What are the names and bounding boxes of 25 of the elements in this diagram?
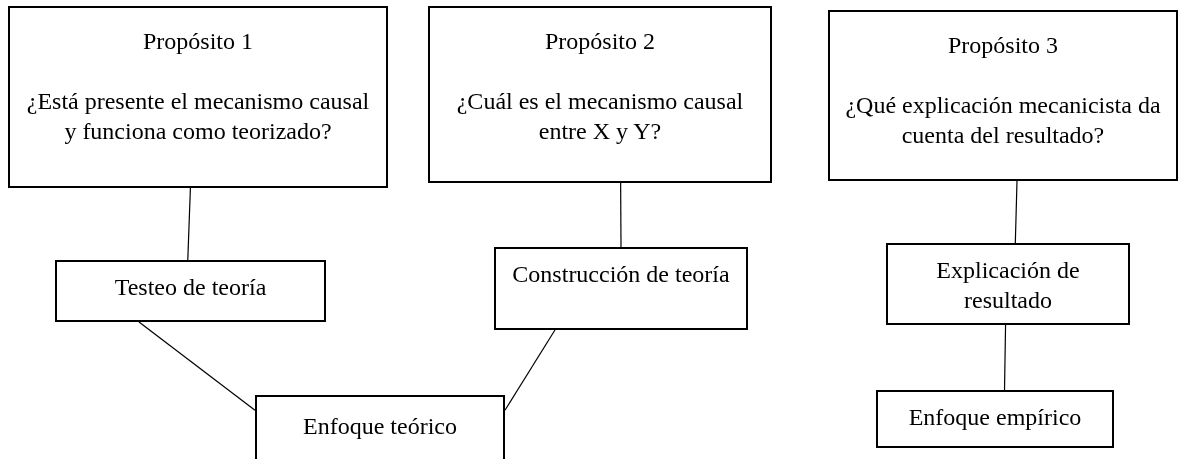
text-box [494,247,748,330]
box-heading: Propósito 1 [143,27,253,56]
text-box [8,6,388,188]
box-heading: Propósito 3 [948,31,1058,60]
box-text: Testeo de teoría [114,273,267,302]
connector-line [620,182,622,248]
box-heading: Propósito 2 [545,27,655,56]
box-text: Construcción de teoría [512,260,730,289]
text-box [828,10,1178,181]
connector-line [1003,324,1007,391]
connector-line [138,321,256,411]
connector-line [1014,180,1018,244]
box-text: Enfoque teórico [303,412,457,441]
text-box [886,243,1130,325]
box-text: Explicación de resultado [935,256,1081,315]
text-box [428,6,772,183]
connector-line [504,329,556,411]
box-text: ¿Está presente el mecanismo causal y funciona como teorizado? [25,87,371,146]
connector-line [187,187,191,261]
box-text: Enfoque empírico [908,403,1082,432]
text-box [876,390,1114,448]
box-text: ¿Qué explicación mecanicista da cuenta del resultado? [844,91,1162,150]
box-text: ¿Cuál es el mecanismo causal entre X y Y? [455,87,745,146]
text-box [255,395,505,459]
text-box [55,260,326,322]
